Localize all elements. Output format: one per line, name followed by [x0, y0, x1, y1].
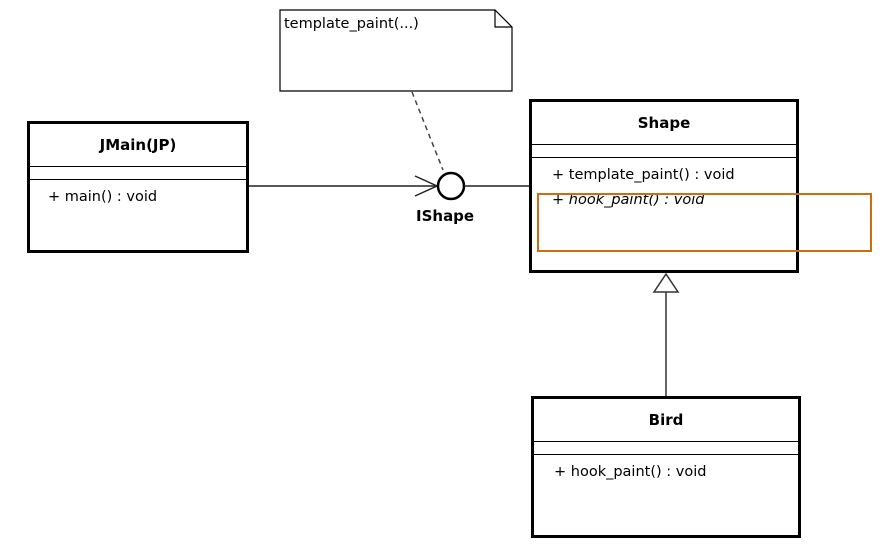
note-shape: [279, 9, 513, 92]
highlight-box: [537, 193, 872, 252]
operation: + hook_paint() : void: [554, 464, 707, 480]
note-fold: [494, 10, 512, 28]
class-bird[interactable]: Bird + hook_paint() : void: [531, 396, 801, 538]
class-shape[interactable]: Shape + template_paint() : void + hook_p…: [529, 99, 799, 273]
attributes-compartment: [30, 167, 246, 180]
class-name: JMain(JP): [30, 124, 246, 167]
note-text: template_paint(...): [284, 16, 419, 32]
abstract-operation: + hook_paint() : void: [552, 192, 705, 208]
class-jmain[interactable]: JMain(JP) + main() : void: [27, 121, 249, 253]
operations-compartment: + template_paint() : void + hook_paint()…: [532, 158, 796, 213]
operation: + template_paint() : void: [552, 167, 735, 183]
generalization-arrowhead: [652, 272, 680, 293]
operation: + main() : void: [48, 189, 158, 205]
class-name: Bird: [534, 399, 798, 442]
interface-circle: [436, 171, 466, 201]
attributes-compartment: [534, 442, 798, 455]
attributes-compartment: [532, 145, 796, 158]
note-anchor-line: [411, 91, 444, 171]
interface-label: IShape: [416, 207, 475, 225]
operations-compartment: + main() : void: [30, 180, 246, 210]
operations-compartment: + hook_paint() : void: [534, 455, 798, 485]
class-name: Shape: [532, 102, 796, 145]
